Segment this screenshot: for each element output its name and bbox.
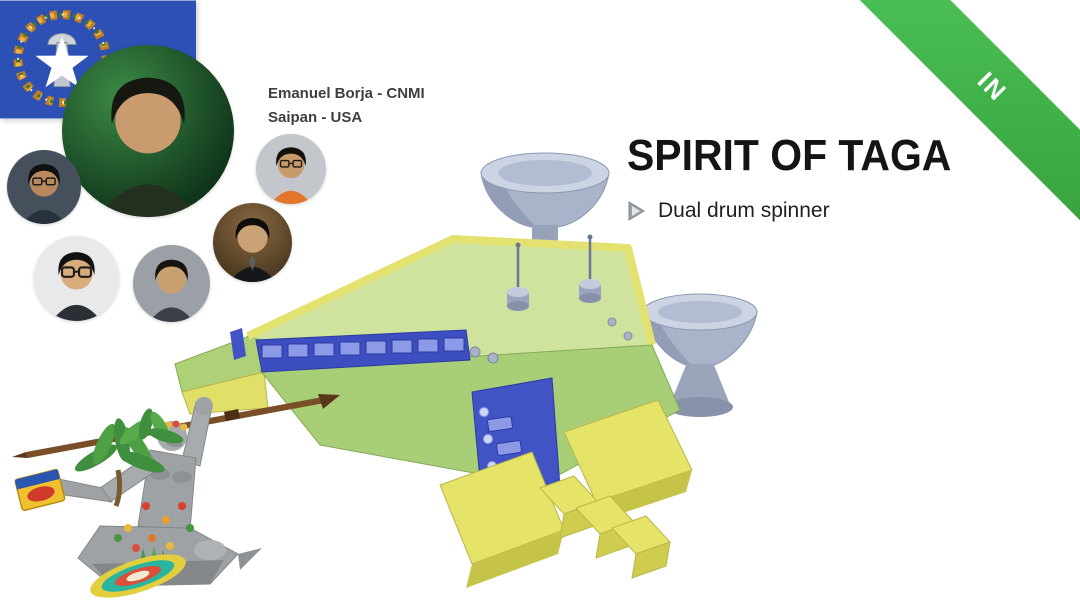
- woven-mat-icon: [90, 554, 186, 598]
- location-line: Saipan - USA: [268, 109, 363, 126]
- spam-can-icon: [14, 469, 66, 511]
- member-photo-4: [34, 236, 119, 321]
- robot-chassis: [174, 234, 693, 588]
- dual-drum-spinner-cad-render: [160, 140, 780, 600]
- member-photo-1: [7, 150, 81, 224]
- member-photo-3: [213, 203, 292, 282]
- glasses-icon: [279, 159, 303, 168]
- glasses-icon: [32, 177, 56, 186]
- team-caption: Emanuel Borja - CNMI Saipan - USA: [268, 82, 425, 130]
- palm-trees-icon: [74, 408, 184, 507]
- ribbon-label: IN: [972, 66, 1013, 107]
- deck-standoffs: [507, 234, 633, 341]
- right-drum-icon: [642, 293, 758, 417]
- feature-row: Dual drum spinner: [625, 199, 830, 223]
- upper-drum-icon: [480, 152, 610, 267]
- tie-icon: [249, 255, 256, 271]
- glasses-icon: [60, 266, 93, 278]
- yellow-forks: [539, 475, 671, 579]
- play-arrow-icon: [628, 201, 645, 221]
- corner-ribbon-band: IN: [842, 0, 1080, 237]
- feature-text: Dual drum spinner: [658, 199, 830, 222]
- member-photo-2: [256, 134, 326, 204]
- team-lead-photo: [62, 45, 234, 217]
- corner-ribbon: IN: [840, 0, 1080, 240]
- robot-title: SPIRIT OF TAGA: [627, 131, 952, 180]
- member-photo-5: [133, 245, 210, 322]
- drum-teeth-rack: [261, 337, 465, 359]
- taga-statue-with-palms: [0, 378, 350, 607]
- lead-name-line: Emanuel Borja - CNMI: [268, 85, 425, 102]
